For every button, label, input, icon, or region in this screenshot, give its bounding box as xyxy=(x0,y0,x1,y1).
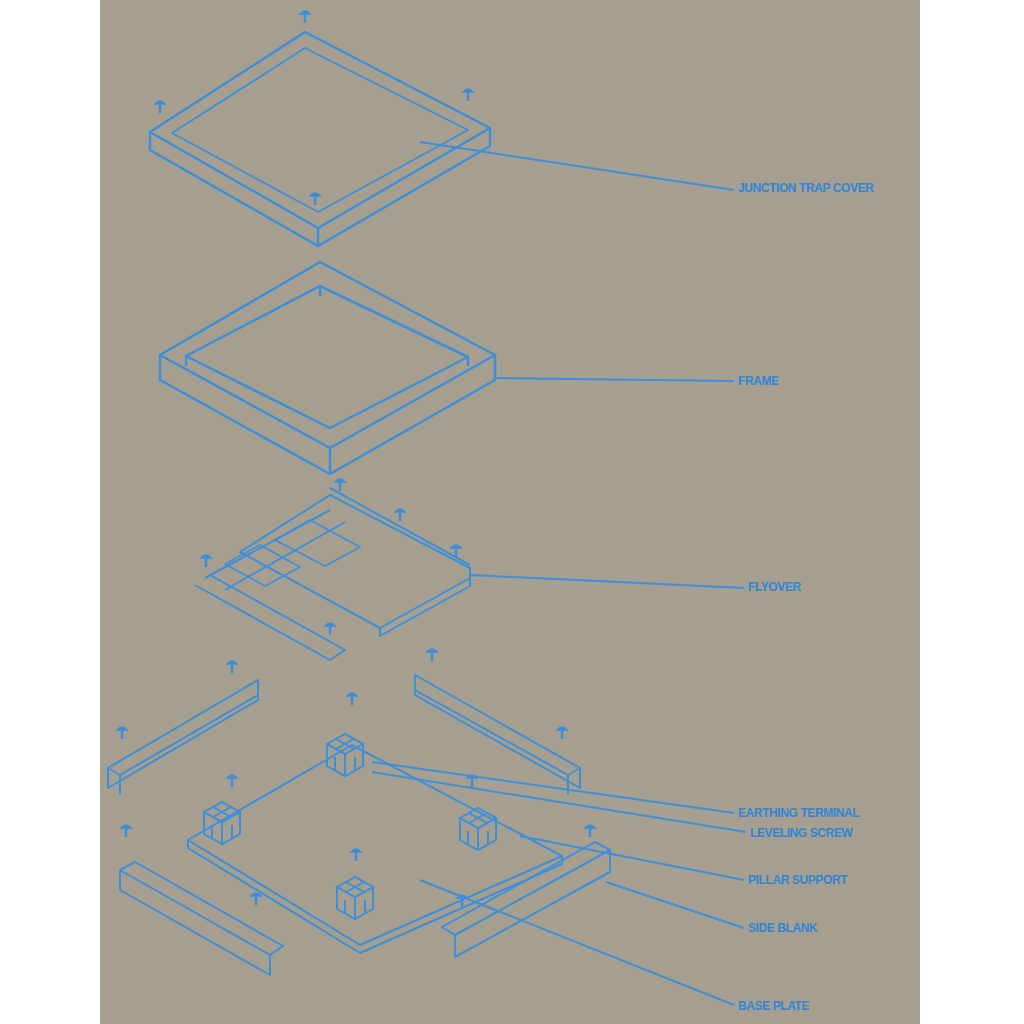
part-label: SIDE BLANK xyxy=(746,921,819,935)
part-label: LEVELING SCREW xyxy=(748,826,854,840)
part-label: JUNCTION TRAP COVER xyxy=(736,181,876,195)
part-label: FLYOVER xyxy=(746,580,803,594)
part-label: FRAME xyxy=(736,374,781,388)
part-label: BASE PLATE xyxy=(736,999,811,1013)
part-label: EARTHING TERMINAL xyxy=(736,806,861,820)
part-label: PILLAR SUPPORT xyxy=(746,873,849,887)
